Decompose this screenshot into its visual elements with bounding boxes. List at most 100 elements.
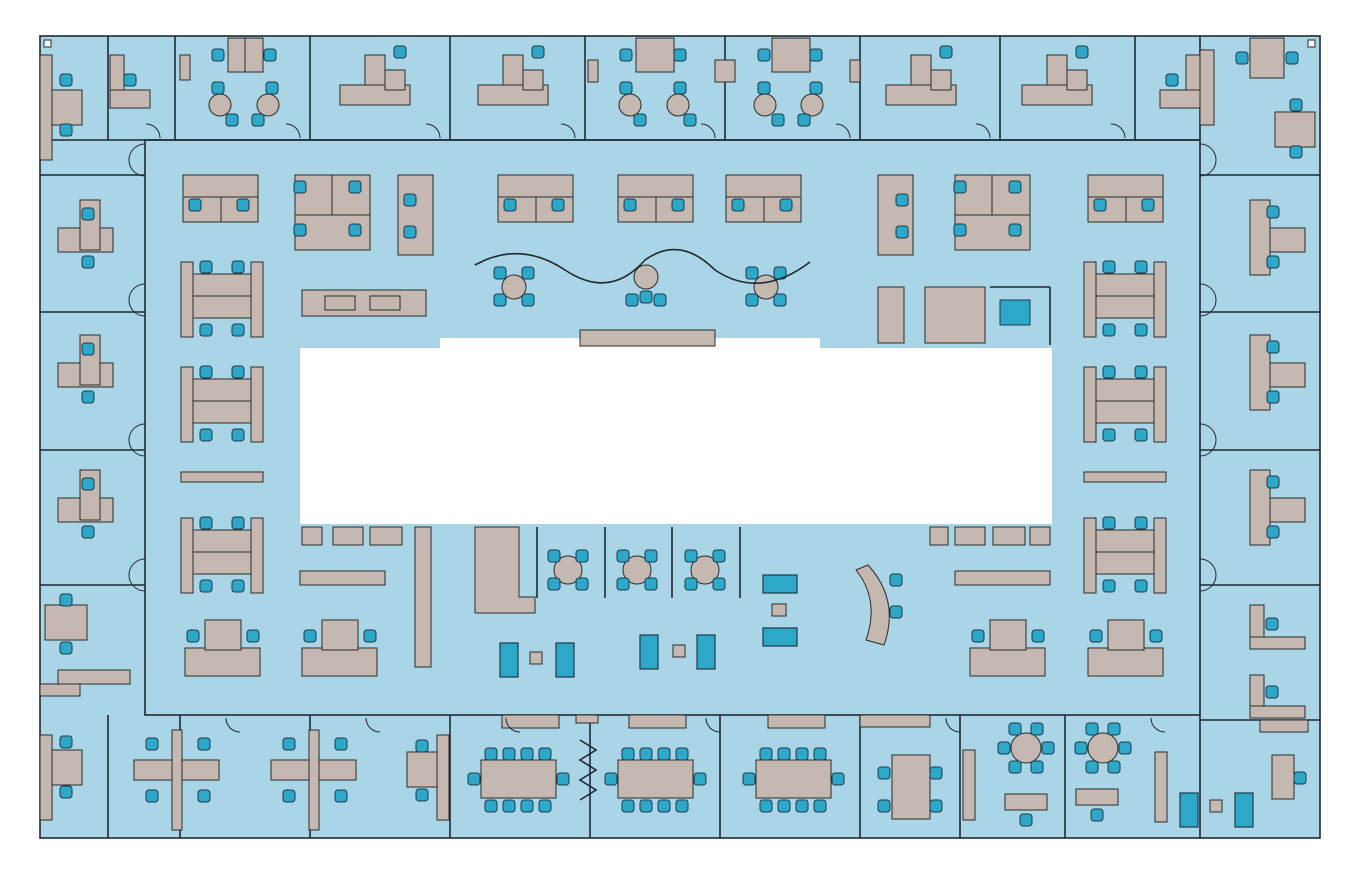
desk-icon: [992, 526, 1026, 546]
door-swing-icon: [128, 283, 146, 317]
chair-seat: [616, 549, 630, 563]
chair-icon: [777, 799, 791, 813]
chair-icon: [673, 48, 687, 62]
chair-icon: [59, 73, 73, 87]
desk-icon: [109, 54, 125, 91]
door-swing-icon: [145, 123, 161, 139]
desk-icon: [414, 526, 432, 668]
chair-seat: [777, 799, 791, 813]
desk-icon: [962, 749, 976, 821]
desk-icon: [502, 54, 524, 86]
chair-icon: [1107, 760, 1121, 774]
chair-seat: [520, 747, 534, 761]
chair-icon: [231, 365, 245, 379]
chair-icon: [81, 390, 95, 404]
chair-icon: [1089, 629, 1103, 643]
desk-icon: [1004, 793, 1048, 811]
desk-icon: [635, 37, 675, 73]
desk-icon: [954, 526, 986, 546]
chair-seat: [1134, 428, 1148, 442]
round-table-icon: [800, 93, 824, 117]
chair-icon: [502, 747, 516, 761]
chair-seat: [684, 577, 698, 591]
chair-seat: [1293, 771, 1307, 785]
round-table-icon: [622, 555, 652, 585]
chair-icon: [1031, 629, 1045, 643]
chair-seat: [621, 799, 635, 813]
chair-icon: [1019, 813, 1033, 827]
chair-icon: [644, 577, 658, 591]
chair-seat: [1102, 323, 1116, 337]
desk-icon: [332, 526, 364, 546]
chair-icon: [731, 198, 745, 212]
chair-seat: [929, 799, 943, 813]
chair-seat: [619, 48, 633, 62]
chair-seat: [1266, 205, 1280, 219]
desk-icon: [1107, 619, 1145, 651]
door-swing-icon: [365, 717, 381, 733]
desk-icon: [109, 89, 151, 109]
chair-seat: [1266, 390, 1280, 404]
chair-seat: [547, 549, 561, 563]
chair-icon: [1008, 180, 1022, 194]
curved-partition: [474, 248, 811, 285]
chair-icon: [1265, 617, 1279, 631]
chair-seat: [644, 577, 658, 591]
chair-seat: [673, 81, 687, 95]
chair-icon: [59, 785, 73, 799]
chair-seat: [1031, 629, 1045, 643]
chair-icon: [1134, 260, 1148, 274]
desk-icon: [301, 647, 378, 677]
chair-icon: [797, 113, 811, 127]
desk-icon: [1185, 54, 1201, 91]
chair-seat: [1266, 475, 1280, 489]
chair-seat: [334, 789, 348, 803]
chair-icon: [1149, 629, 1163, 643]
chair-icon: [619, 81, 633, 95]
chair-icon: [997, 741, 1011, 755]
central-core: [300, 348, 1052, 524]
desk-icon: [859, 714, 931, 728]
desk-icon: [1153, 517, 1167, 594]
chair-seat: [1107, 722, 1121, 736]
chair-icon: [393, 45, 407, 59]
sofa-icon: [762, 574, 798, 594]
reception-desk: [855, 564, 890, 646]
chair-seat: [1019, 813, 1033, 827]
desk-icon: [628, 714, 687, 729]
desk-icon: [1083, 366, 1097, 443]
chair-seat: [757, 81, 771, 95]
chair-seat: [809, 48, 823, 62]
chair-seat: [795, 799, 809, 813]
chair-icon: [415, 788, 429, 802]
desk-icon: [1271, 754, 1295, 800]
desk-icon: [369, 526, 403, 546]
chair-seat: [199, 516, 213, 530]
desk-icon: [771, 37, 811, 73]
desk-icon: [57, 669, 131, 685]
door-swing-icon: [705, 717, 721, 733]
chair-icon: [1085, 760, 1099, 774]
desk-icon: [877, 174, 914, 256]
chair-seat: [877, 799, 891, 813]
sofa-icon: [1234, 792, 1254, 828]
chair-seat: [616, 577, 630, 591]
chair-seat: [521, 293, 535, 307]
desk-icon: [384, 69, 406, 91]
chair-icon: [199, 260, 213, 274]
chair-seat: [657, 747, 671, 761]
chair-seat: [231, 365, 245, 379]
desk-icon: [714, 59, 736, 83]
chair-icon: [1030, 722, 1044, 736]
chair-seat: [211, 48, 225, 62]
chair-icon: [199, 516, 213, 530]
chair-seat: [251, 113, 265, 127]
chair-icon: [795, 747, 809, 761]
chair-icon: [503, 198, 517, 212]
desk-icon: [39, 734, 53, 821]
chair-seat: [188, 198, 202, 212]
chair-icon: [293, 223, 307, 237]
chair-seat: [639, 747, 653, 761]
chair-seat: [484, 747, 498, 761]
desk-icon: [929, 526, 949, 546]
